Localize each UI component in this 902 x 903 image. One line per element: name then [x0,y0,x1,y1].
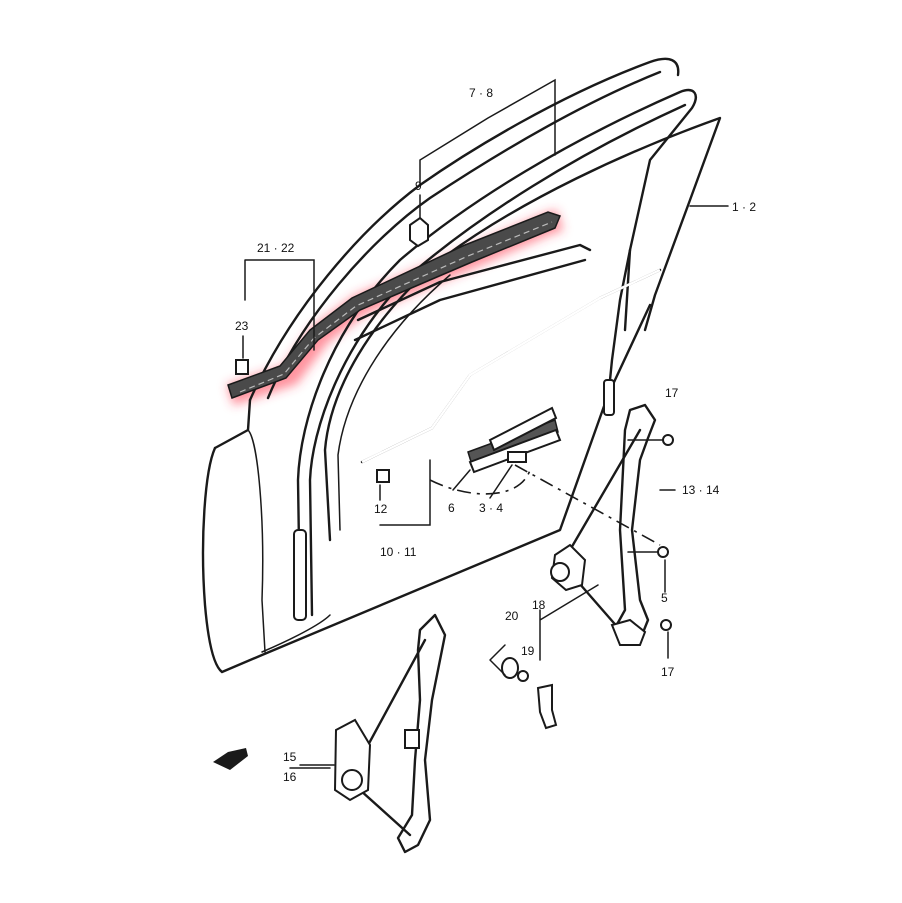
lower-regulator-gear [341,769,363,791]
clips [235,216,429,483]
leader-lines [242,78,729,769]
label-19: 19 [521,644,535,658]
outer-belt-moulding [227,211,562,399]
label-16: 16 [283,770,297,784]
inner-channel-upper [356,243,592,322]
label-21-22: 21 · 22 [257,241,295,255]
clip-23 [235,359,249,375]
regulator-arm-1 [568,428,642,552]
label-18: 18 [532,598,546,612]
upper-regulator [550,403,674,646]
frame-outer-inner [266,70,662,400]
label-10-11: 10 · 11 [380,545,417,559]
lower-arm-1 [358,638,427,762]
bolt-5 [657,546,669,558]
label-3-4: 3 · 4 [479,501,503,515]
door-panel [201,303,652,674]
frame-outer [248,57,680,402]
lower-arm-2 [358,788,412,837]
bolt-17a [662,434,674,446]
label-1-2: 1 · 2 [732,200,756,214]
front-arrow-shape [213,748,248,770]
clip-9 [409,216,429,248]
label-12: 12 [374,502,388,516]
leader-10-11 [379,459,431,526]
belt-moulding-strip [227,211,562,399]
lower-regulator [299,613,447,854]
handle-18 [536,683,558,730]
leader-7-8 [419,78,556,186]
weatherstrip-highlight [361,268,661,464]
leader-21-22 [244,259,315,351]
label-15: 15 [283,750,297,764]
bolt-17b [660,619,672,631]
regulator-bottom [610,618,647,646]
door-panel-inner-edge [247,429,266,653]
bolt-leaders [627,439,663,553]
washer-20 [501,657,519,679]
handle-leaders [489,644,506,676]
leader-18 [539,584,599,661]
handle-parts [489,644,558,730]
belt-moulding-texture [239,221,553,393]
lower-regulator-bracket [404,729,420,749]
label-5: 5 [661,591,668,605]
door-glass-edge [337,274,451,531]
front-arrow-icon [213,748,248,770]
regulator-rail [613,403,657,644]
part-labels: 7 · 8 9 1 · 2 21 · 22 23 17 13 · 14 6 3 … [235,86,756,784]
door-panel-outline [201,303,652,674]
rear-run-end [603,379,615,416]
glass-run-channel [296,88,697,612]
front-run-lower [293,529,307,621]
lower-regulator-rail [396,613,447,854]
sash-channel-back [488,406,558,452]
clip-12 [376,469,390,483]
rear-run-channel [606,248,632,402]
reference-line [514,464,661,546]
door-panel-bottom-inner [261,614,331,653]
label-7-8: 7 · 8 [469,86,493,100]
leader-3-4 [489,464,513,499]
label-13-14: 13 · 14 [682,483,720,497]
regulator-gear [550,562,570,582]
label-17-bottom: 17 [661,665,675,679]
label-23: 23 [235,319,249,333]
lower-sash [467,406,562,474]
label-17-top: 17 [665,386,679,400]
door-panel-top-edge [213,398,252,450]
reference-line-2 [429,469,531,495]
inner-channel-lower [353,258,587,342]
label-9: 9 [415,179,422,193]
leader-6 [452,469,471,491]
label-20: 20 [505,609,519,623]
sash-bracket [507,451,527,463]
ring-19 [517,670,529,682]
label-6: 6 [448,501,455,515]
inner-weatherstrip [353,243,662,464]
